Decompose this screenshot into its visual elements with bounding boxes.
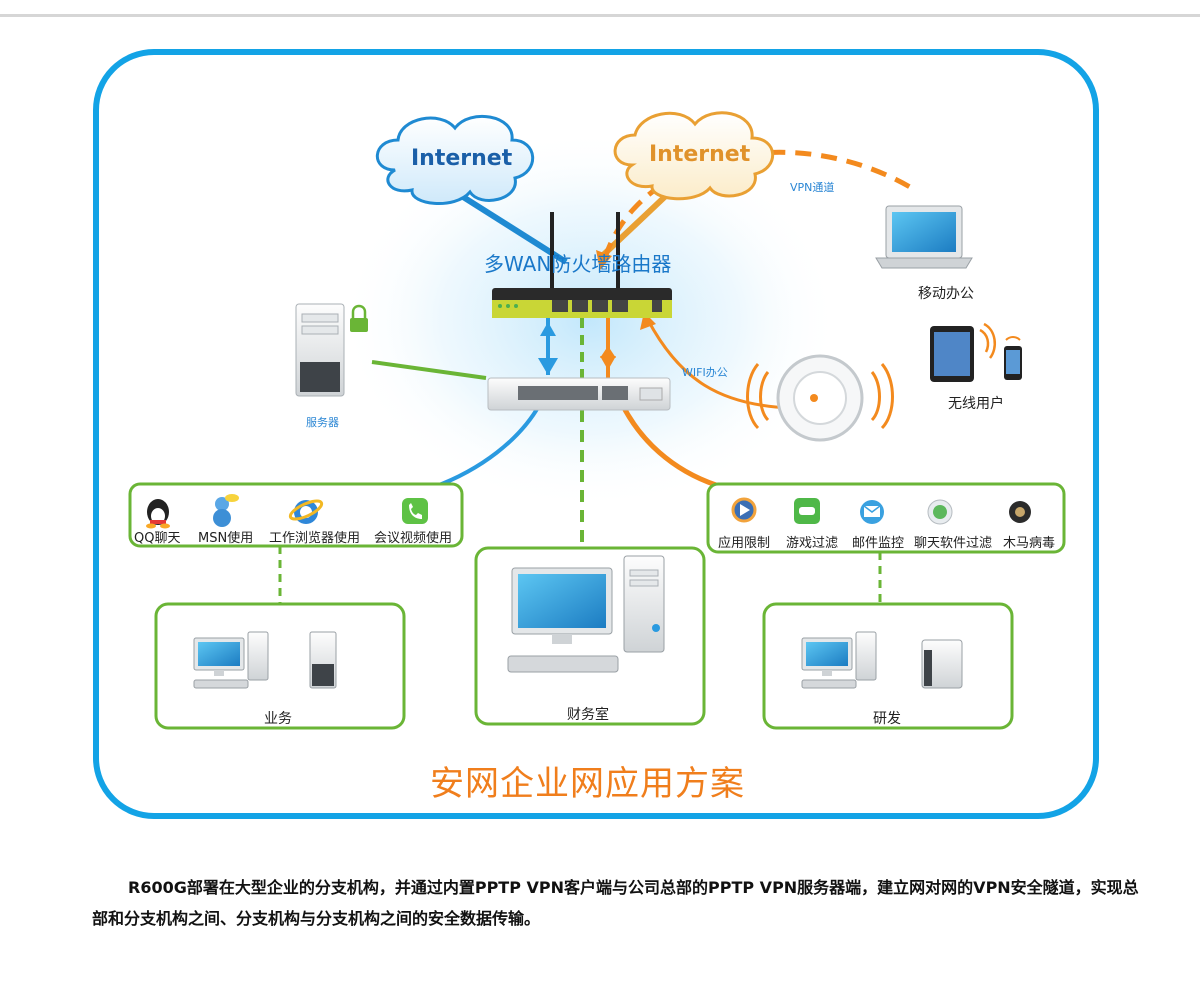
app-label-app-limit: 应用限制 [718,536,771,551]
description-paragraph: R600G部署在大型企业的分支机构，并通过内置PPTP VPN客户端与公司总部的… [92,878,1139,928]
switch-right-line [619,402,717,488]
app-label-game-filter: 游戏过滤 [786,536,839,551]
app-label-chat-filter: 聊天软件过滤 [914,536,993,551]
wifi-office-label: WIFI办公 [682,366,728,379]
switch-icon [487,377,671,411]
phone-icon [1004,336,1022,380]
internet-label-right: Internet [649,142,751,167]
orange-arrow-down [600,356,616,370]
trojan-virus-icon [1009,501,1031,523]
wifi-line [646,319,791,410]
app-label-qq: QQ聊天 [134,531,181,546]
dept-business-label: 业务 [264,711,292,727]
vpn-tunnel-label: VPN通道 [790,181,835,194]
center-glow [340,130,840,510]
access-point-icon [746,354,894,442]
solution-title: 安网企业网应用方案 [430,764,745,804]
internet-label-left: Internet [411,146,513,171]
ie-browser-icon [288,499,324,524]
network-diagram [93,49,1099,819]
orange-wan-line [597,187,675,261]
laptop-icon [875,205,973,269]
rnd-server-icon [921,639,963,689]
business-desktop-icon [193,631,269,689]
app-label-msn: MSN使用 [198,531,254,546]
blue-wan-line [458,192,568,265]
app-label-mail-monitor: 邮件监控 [852,536,905,551]
router-icon [492,212,672,318]
business-box [154,602,406,730]
finance-desktop-icon [507,555,665,673]
tablet-icon [930,322,997,382]
mobile-office-label: 移动办公 [918,286,974,302]
server-label: 服务器 [306,416,339,429]
blue-arrow-down [538,358,558,375]
phone-call-icon [402,498,428,524]
vpn-arrow-head [596,250,612,270]
game-filter-icon [794,498,820,524]
app-label-browser: 工作浏览器使用 [269,531,361,546]
app-label-video-meeting: 会议视频使用 [374,531,453,546]
router-title: 多WAN防火墙路由器 [484,252,672,276]
server-icon [295,303,368,397]
top-divider [0,14,1200,17]
blue-arrow-up [540,322,556,336]
server-switch-line [371,360,487,380]
qq-icon [146,499,170,529]
chat-filter-icon [927,499,953,525]
rnd-box [762,602,1014,730]
dept-rnd-label: 研发 [873,711,901,727]
rnd-desktop-icon [801,631,877,689]
switch-left-line [433,403,542,489]
app-label-trojan: 木马病毒 [1003,536,1056,551]
msn-icon [213,494,239,527]
internet-cloud-orange [613,111,775,201]
mail-monitor-icon [860,500,884,524]
internet-cloud-blue [375,114,535,205]
orange-arrow-up [600,346,616,358]
app-limit-icon [731,497,757,523]
dept-finance-label: 财务室 [567,707,609,723]
business-server-icon [309,631,337,689]
wireless-users-label: 无线用户 [948,396,1004,412]
